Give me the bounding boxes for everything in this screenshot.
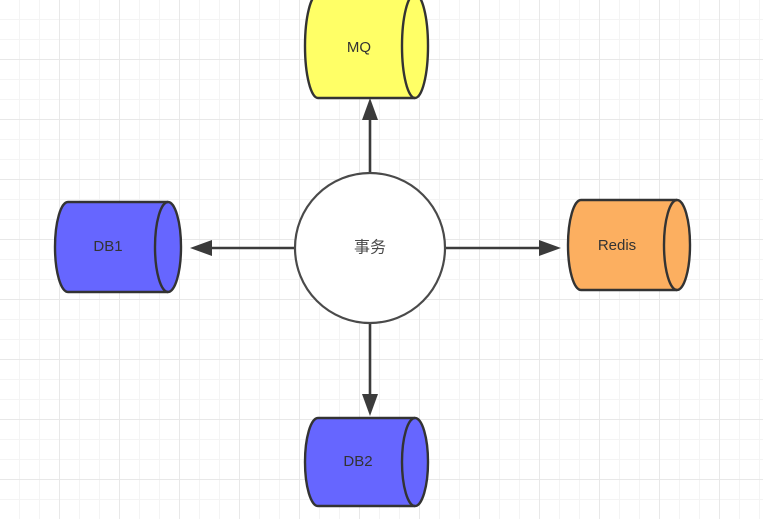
- arrowhead-down-icon: [362, 394, 378, 416]
- mq-cylinder-cap: [400, 0, 416, 100]
- node-redis[interactable]: Redis: [566, 198, 692, 292]
- node-db2[interactable]: DB2: [303, 416, 430, 508]
- edge-transaction-to-db2[interactable]: [362, 323, 378, 416]
- node-mq[interactable]: MQ: [303, 0, 430, 100]
- transaction-circle: [293, 171, 447, 325]
- db2-cylinder-cap: [400, 416, 416, 508]
- db1-cylinder-body: [53, 200, 183, 294]
- db2-cylinder-body: [303, 416, 430, 508]
- node-transaction[interactable]: 事务: [293, 171, 447, 325]
- arrowhead-up-icon: [362, 98, 378, 120]
- node-db1[interactable]: DB1: [53, 200, 183, 294]
- redis-cylinder-body: [566, 198, 692, 292]
- db1-cylinder-cap: [153, 200, 169, 294]
- edge-transaction-to-mq[interactable]: [362, 98, 378, 173]
- arrowhead-right-icon: [539, 240, 561, 256]
- edge-transaction-to-db1[interactable]: [190, 240, 295, 256]
- mq-cylinder-body: [303, 0, 430, 100]
- edge-transaction-to-redis[interactable]: [445, 240, 561, 256]
- redis-cylinder-cap: [662, 198, 678, 292]
- arrowhead-left-icon: [190, 240, 212, 256]
